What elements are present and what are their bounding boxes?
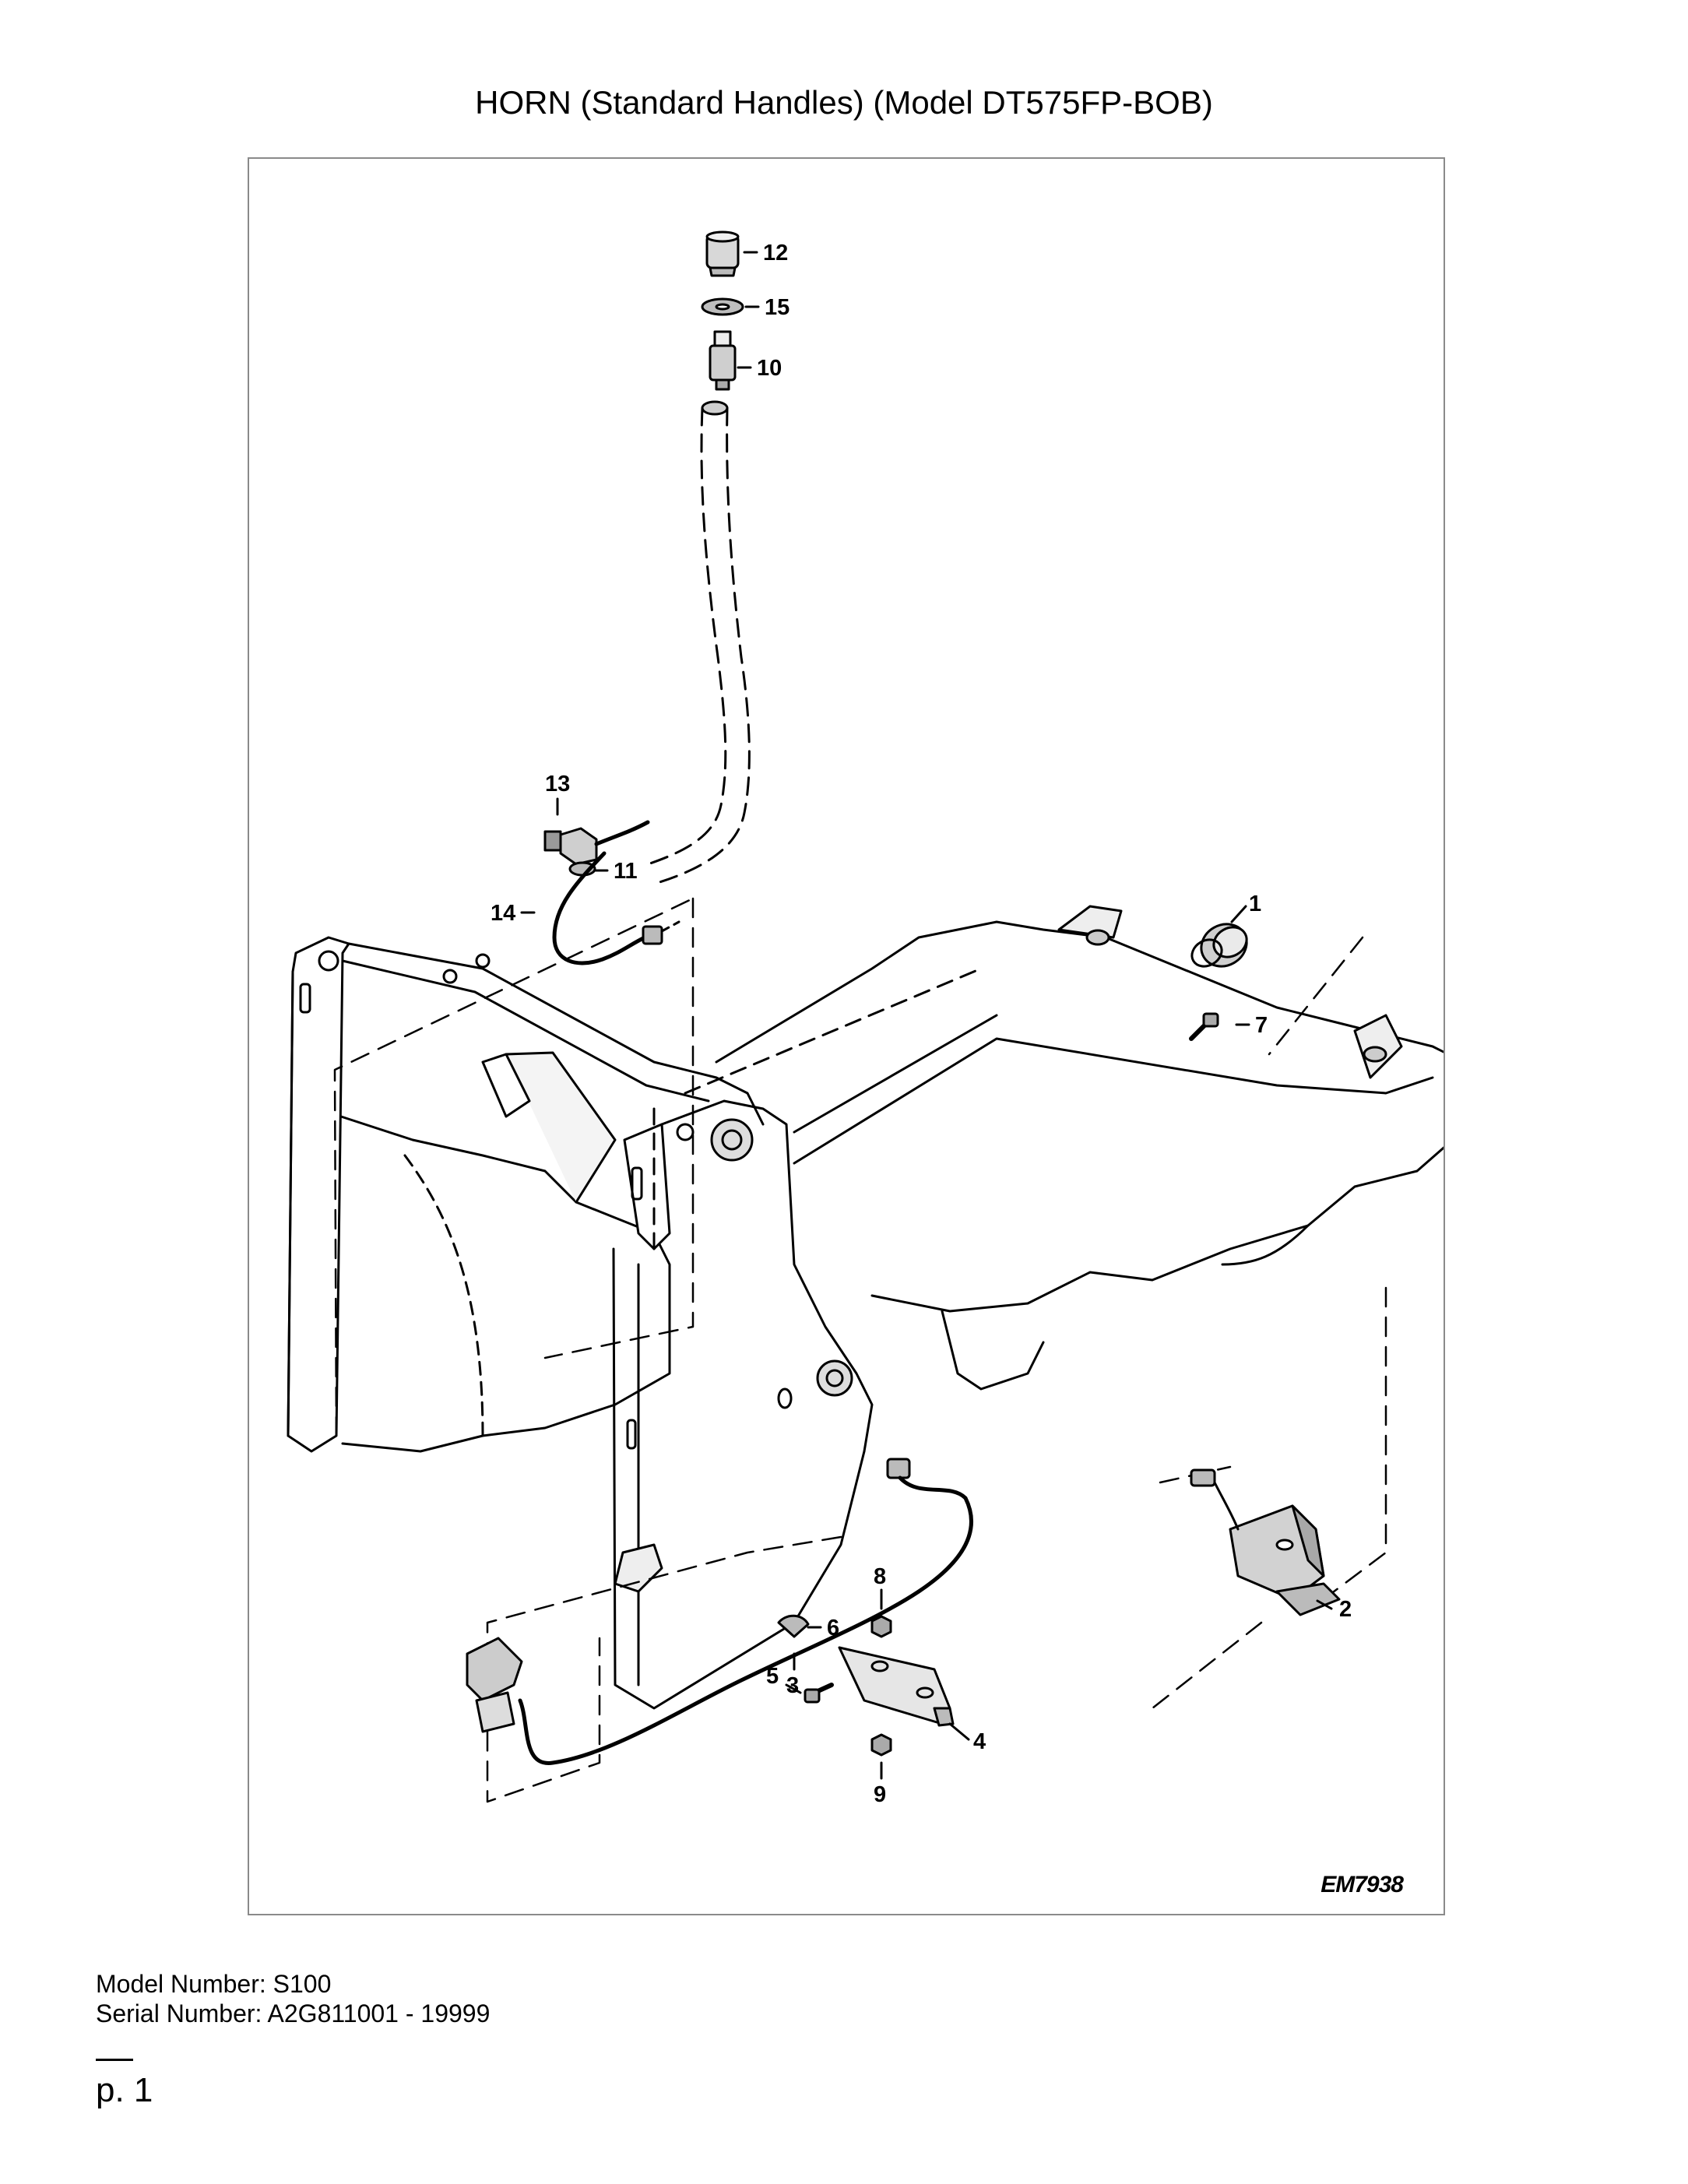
callout-12: 12	[763, 241, 788, 266]
horn-switch	[709, 330, 737, 391]
callout-15: 15	[765, 295, 789, 320]
callout-14: 14	[491, 901, 515, 926]
bolt	[804, 1683, 834, 1704]
exploded-parts-diagram: 12 15 10 13 11 14 1 7 2 6 8 3 5 4 9	[287, 230, 1444, 1807]
callout-1: 1	[1249, 892, 1261, 916]
diagram-frame: 12 15 10 13 11 14 1 7 2 6 8 3 5 4 9 EM79…	[248, 157, 1445, 1915]
callout-4: 4	[973, 1729, 986, 1754]
loader-frame	[287, 905, 1444, 1710]
horn-button-cap	[705, 230, 740, 277]
callout-8: 8	[874, 1564, 886, 1589]
page-number: p. 1	[96, 2071, 153, 2109]
nut-lower	[870, 1733, 892, 1757]
page-title: HORN (Standard Handles) (Model DT575FP-B…	[475, 84, 1213, 121]
screw	[1189, 1012, 1219, 1041]
horn-wires	[1190, 1468, 1240, 1531]
nut-upper	[870, 1615, 892, 1638]
figure-code: EM7938	[1321, 1872, 1404, 1897]
callout-10: 10	[757, 356, 782, 381]
callout-labels: 12 15 10 13 11 14 1 7 2 6 8 3 5 4 9	[491, 241, 1352, 1807]
callout-2: 2	[1339, 1597, 1352, 1622]
handle-harness	[552, 851, 680, 965]
cable-clamp	[777, 1614, 810, 1638]
horn-harness	[466, 1458, 973, 1765]
callout-9: 9	[874, 1782, 886, 1807]
handle-connector	[543, 820, 650, 866]
callout-13: 13	[545, 772, 570, 797]
footer-rule	[96, 2059, 133, 2061]
callout-7: 7	[1255, 1013, 1268, 1038]
serial-number: Serial Number: A2G811001 - 19999	[96, 1999, 491, 2027]
callout-11: 11	[614, 859, 638, 884]
washer	[701, 297, 744, 316]
callout-3: 3	[786, 1673, 799, 1698]
model-number: Model Number: S100	[96, 1970, 332, 1998]
callout-5: 5	[766, 1664, 779, 1689]
control-handle-tube	[642, 406, 751, 885]
callout-leaders	[520, 251, 1333, 1780]
horn-mount-bracket	[838, 1646, 955, 1727]
grommet	[1190, 923, 1248, 968]
horn	[1229, 1504, 1341, 1616]
callout-6: 6	[827, 1616, 839, 1641]
